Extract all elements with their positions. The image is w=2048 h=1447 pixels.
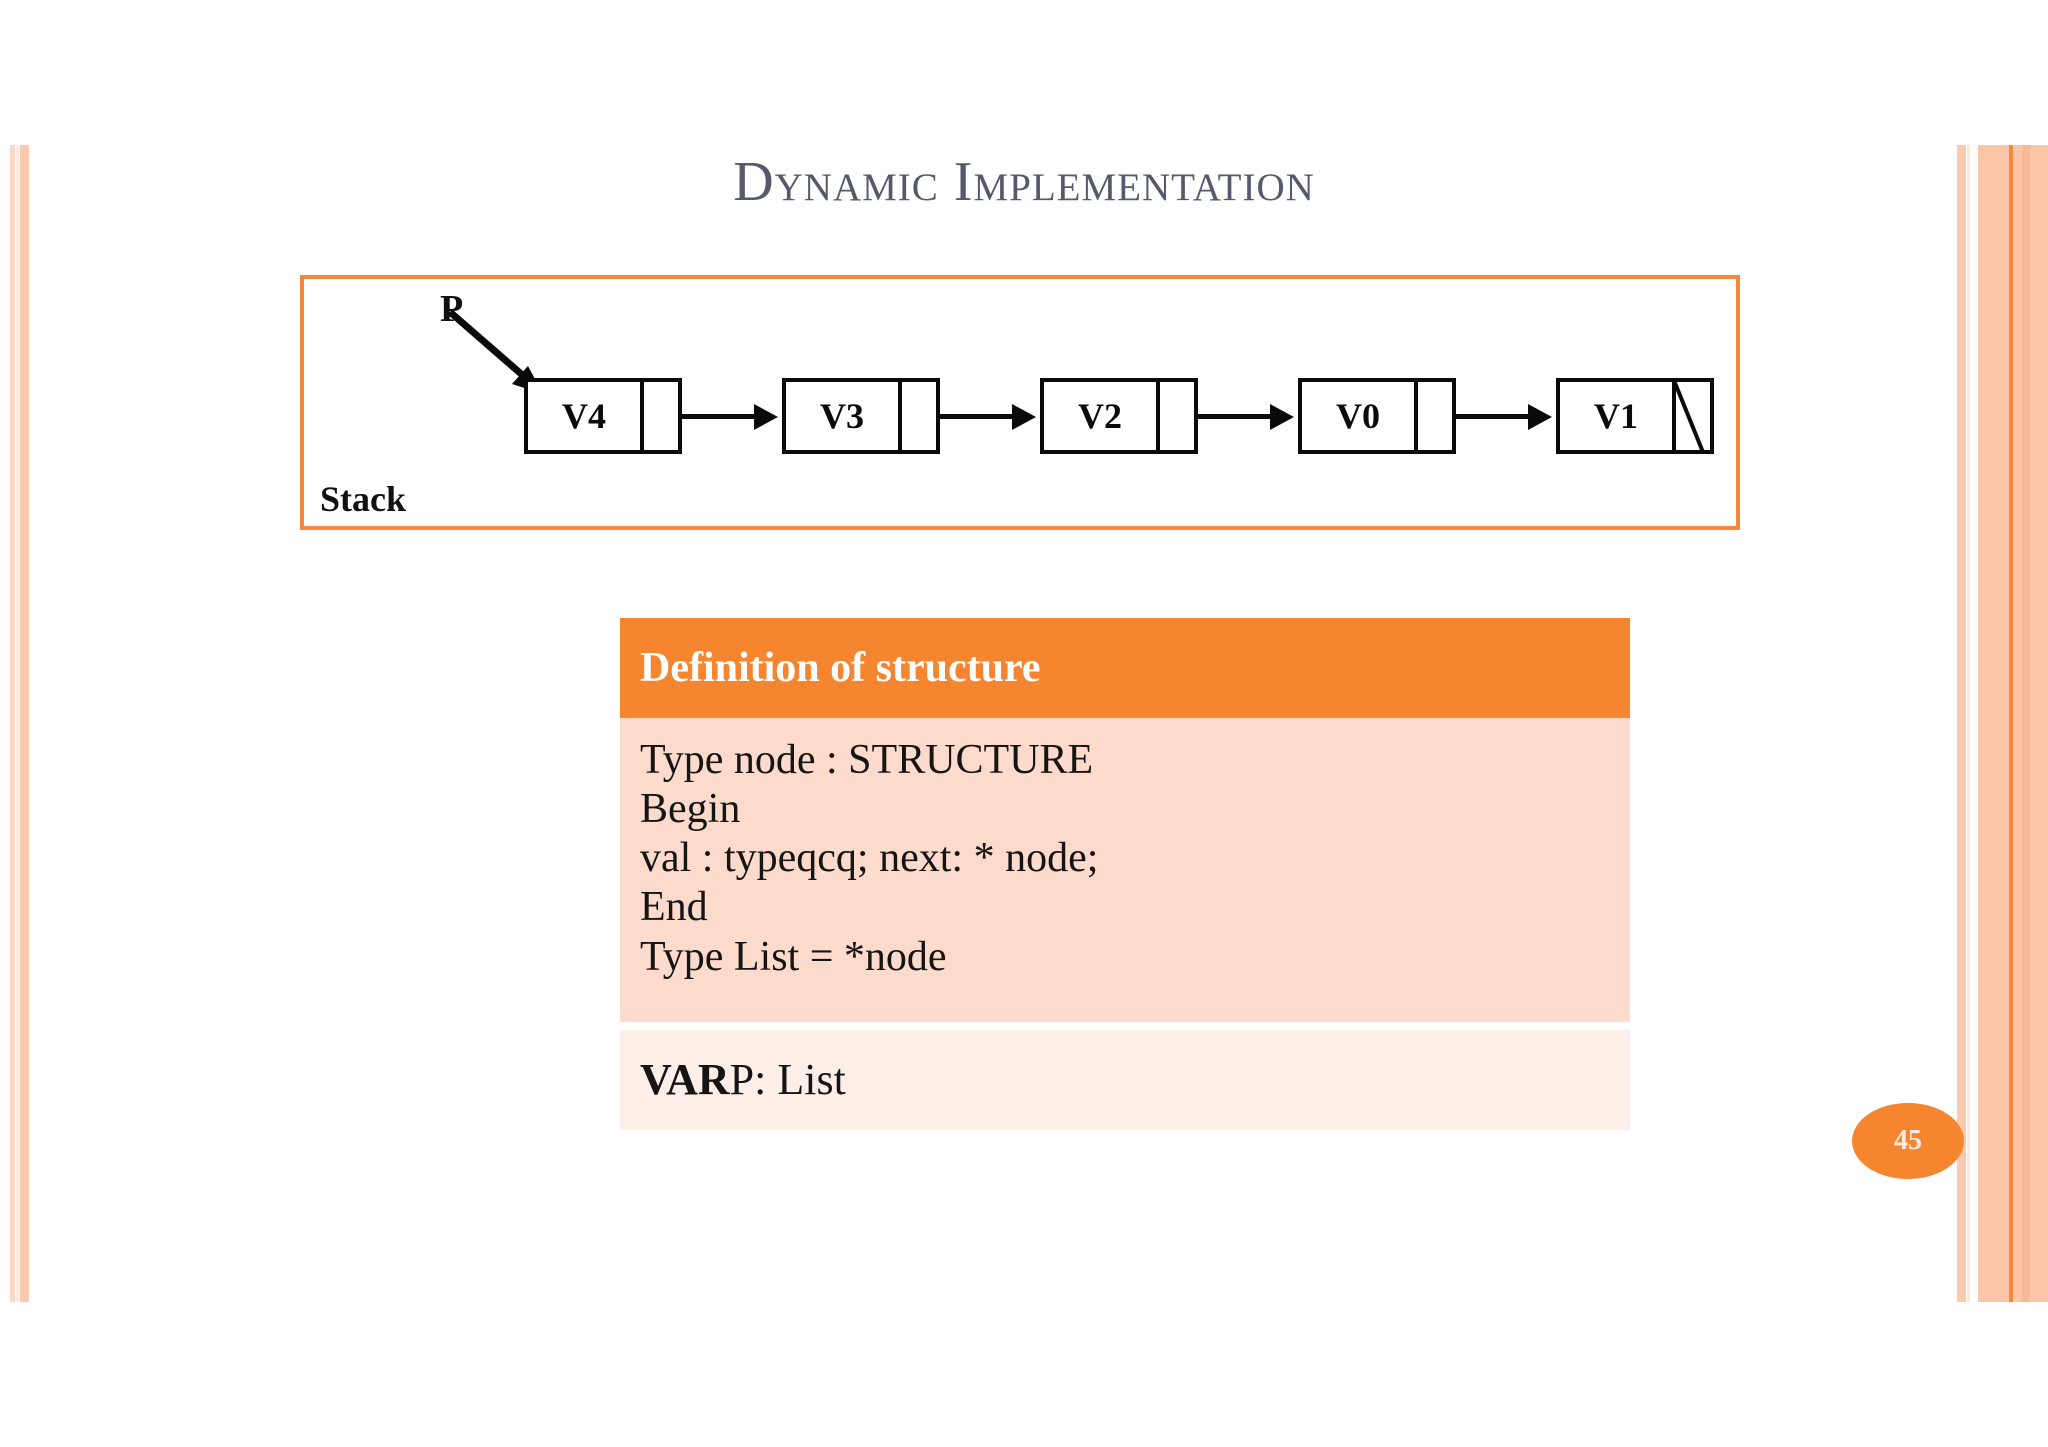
code-line: Type node : STRUCTURE [640, 737, 1094, 783]
link-arrow-icon [940, 378, 1040, 454]
node-pointer-box [1418, 378, 1456, 454]
node-pointer-box [644, 378, 682, 454]
code-line: Begin [640, 786, 741, 833]
right-decor-band [1978, 145, 2048, 1302]
node-value-box: V1 [1556, 378, 1676, 454]
right-decor-stripe-inner [2022, 145, 2030, 1302]
node-value-box: V0 [1298, 378, 1418, 454]
node-value-box: V3 [782, 378, 902, 454]
left-decor-stripe-1 [10, 145, 15, 1302]
node-pointer-box [902, 378, 940, 454]
link-arrow-icon [682, 378, 782, 454]
left-decor-stripe-2 [16, 145, 19, 1302]
var-keyword: VAR [640, 1055, 730, 1105]
var-declaration: P: List [729, 1055, 846, 1105]
list-node: V0 [1298, 378, 1456, 454]
code-line: Type List = *node [640, 933, 947, 980]
table-header: Definition of structure [620, 618, 1630, 718]
table-body: Type node : STRUCTURE Begin val : typeqc… [620, 718, 1630, 1022]
right-decor-stripe-2 [1967, 145, 1970, 1302]
table-row-divider [620, 1021, 1630, 1030]
page-title: Dynamic Implementation [733, 151, 1315, 213]
linked-list-chain: V4 V3 V2 V0 V1 [524, 378, 1714, 454]
link-arrow-icon [1456, 378, 1556, 454]
node-value-box: V2 [1040, 378, 1160, 454]
node-pointer-box [1160, 378, 1198, 454]
list-node-tail: V1 [1556, 378, 1714, 454]
null-pointer-box [1676, 378, 1714, 454]
list-node: V4 [524, 378, 682, 454]
right-decor-stripe-1 [1957, 145, 1966, 1302]
left-decor-stripe-3 [20, 145, 29, 1302]
stack-caption: Stack [320, 479, 407, 519]
code-line: End [640, 884, 708, 931]
list-node: V2 [1040, 378, 1198, 454]
right-decor-line [2009, 145, 2013, 1302]
page-number-badge: 45 [1852, 1103, 1964, 1179]
node-value-box: V4 [524, 378, 644, 454]
definition-of-structure-table: Definition of structure Type node : STRU… [620, 618, 1630, 1130]
list-node: V3 [782, 378, 940, 454]
code-line: val : typeqcq; next: * node; [640, 835, 1099, 882]
link-arrow-icon [1198, 378, 1298, 454]
table-footer-row: VAR P: List [620, 1029, 1630, 1130]
